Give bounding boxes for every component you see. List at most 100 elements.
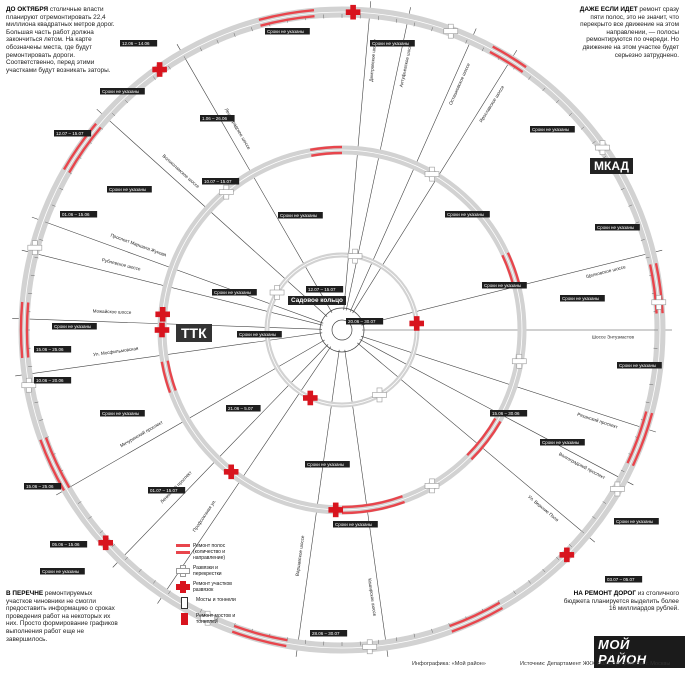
mkad-km-tick xyxy=(649,383,654,386)
mkad-km-tick xyxy=(640,239,645,241)
date-tag-bg xyxy=(120,40,158,47)
no-date-tag-bg xyxy=(560,295,605,302)
radial-road xyxy=(344,349,389,657)
lane-repair-outer xyxy=(258,9,315,22)
no-date-tag: Сроки не указаны xyxy=(280,213,317,218)
no-date-tag: Сроки не указаны xyxy=(102,411,139,416)
lane-repair-outer xyxy=(470,420,502,461)
mkad-km-tick xyxy=(168,590,171,595)
mkad-km-tick xyxy=(602,501,607,504)
no-date-tag: Сроки не указаны xyxy=(239,332,276,337)
junction-repair-icon xyxy=(303,395,318,401)
no-date-tag: Сроки не указаны xyxy=(447,212,484,217)
mkad-km-tick xyxy=(481,47,485,52)
legend-bridges: Мосты и тоннели xyxy=(176,597,246,609)
mkad-km-tick xyxy=(286,637,289,642)
junction-icon xyxy=(424,483,440,489)
junction-repair-icon xyxy=(154,327,170,333)
date-tag: 1.06 – 26.06 xyxy=(202,116,228,121)
mkad-km-tick xyxy=(111,543,116,548)
radial-road xyxy=(112,344,329,568)
bridge-repair-icon xyxy=(181,613,188,625)
lane-repair-icon xyxy=(176,544,190,554)
junction-icon xyxy=(21,382,37,389)
lane-repair-outer xyxy=(160,361,172,394)
no-date-tag: Сроки не указаны xyxy=(42,569,79,574)
mkad-km-tick xyxy=(183,56,187,60)
radial-road xyxy=(352,49,518,314)
date-tag-bg xyxy=(310,630,348,637)
date-tag: 01.07 – 15.07 xyxy=(150,488,178,493)
mkad-km-tick xyxy=(580,126,585,130)
road-label: Профсоюзная ул. xyxy=(192,499,217,533)
mkad-km-tick xyxy=(39,239,44,241)
mkad-km-tick xyxy=(199,47,203,52)
junction-icon xyxy=(200,615,215,622)
date-tag: 03.07 – 05.07 xyxy=(607,577,635,582)
junction-icon xyxy=(27,244,43,251)
lane-repair-outer xyxy=(654,263,664,314)
date-tag-bg xyxy=(148,487,186,494)
mkad-km-tick xyxy=(413,633,416,638)
junction-repair-icon xyxy=(223,469,239,475)
date-tag-bg xyxy=(34,346,72,353)
mkad-km-tick xyxy=(555,556,560,561)
date-tag-bg xyxy=(50,541,88,548)
mkad-km-tick xyxy=(528,580,531,584)
date-tag-bg xyxy=(490,410,528,417)
road-label: Алтуфьевское шоссе xyxy=(399,42,413,88)
mkad-km-tick xyxy=(497,600,501,604)
junction-icon xyxy=(218,189,234,195)
bridge-icon xyxy=(181,597,188,609)
mkad-km-tick xyxy=(542,568,546,573)
road-label: Рублевское шоссе xyxy=(101,257,141,272)
mkad-km-tick xyxy=(555,99,560,104)
no-date-tag-bg xyxy=(333,521,378,528)
mkad-km-tick xyxy=(233,623,236,628)
date-tag-bg xyxy=(202,178,240,185)
junction-repair-icon xyxy=(345,9,361,15)
junction-icon xyxy=(269,289,285,296)
radial-road xyxy=(360,335,656,433)
footer-source: Источник: Департамент ЖКХ и благоустройс… xyxy=(520,661,671,667)
junction-icon xyxy=(372,392,387,398)
road-label: Ленинский проспект xyxy=(159,469,194,505)
radial-road xyxy=(31,216,324,324)
no-date-tag-bg xyxy=(100,88,145,95)
brand-url: www.mr-msk.ru xyxy=(606,652,648,658)
junction-repair-icon xyxy=(98,539,113,546)
no-date-tag: Сроки не указаны xyxy=(102,89,139,94)
radial-road xyxy=(96,108,328,317)
date-tag: 12.06 – 14.06 xyxy=(122,41,150,46)
mkad-km-tick xyxy=(77,501,82,504)
lane-repair-inner xyxy=(311,151,343,157)
lane-repair-inner xyxy=(260,15,315,27)
kremlin-circle xyxy=(331,319,353,341)
mkad-km-tick xyxy=(528,76,531,80)
no-date-tag: Сроки не указаны xyxy=(532,127,569,132)
junction-repair-icon xyxy=(559,552,575,558)
mkad-km-tick xyxy=(199,608,203,613)
no-date-tag: Сроки не указаны xyxy=(484,283,521,288)
road-label: Шоссе Энтузиастов xyxy=(592,335,635,340)
mkad-km-tick xyxy=(395,18,398,23)
mkad-km-tick xyxy=(628,204,633,207)
lane-repair-inner xyxy=(44,437,71,489)
mkad-km-tick xyxy=(620,469,625,473)
radial-road xyxy=(157,346,332,604)
note-left-top: ДО ОКТЯБРЯ столичные власти планируют от… xyxy=(6,6,115,74)
date-tag: 15.06 – 25.06 xyxy=(36,347,64,352)
road-label: Проспект Маршала Жукова xyxy=(110,233,168,258)
no-date-tag: Сроки не указаны xyxy=(372,41,409,46)
lane-repair-outer xyxy=(492,45,527,69)
mkad-km-tick xyxy=(39,419,44,421)
lane-repair-inner xyxy=(648,264,658,314)
legend-lanes: Ремонт полос (количество и направление) xyxy=(176,543,246,561)
lane-repair-outer xyxy=(631,412,654,467)
radial-road xyxy=(357,342,595,543)
note-right-top: ДАЖЕ ЕСЛИ ИДЕТ ремонт сразу пяти полос, … xyxy=(579,6,679,59)
lane-repair-outer xyxy=(309,145,343,151)
mkad-ring-divider xyxy=(23,11,661,649)
no-date-tag-bg xyxy=(617,362,662,369)
date-tag-bg xyxy=(226,405,261,412)
